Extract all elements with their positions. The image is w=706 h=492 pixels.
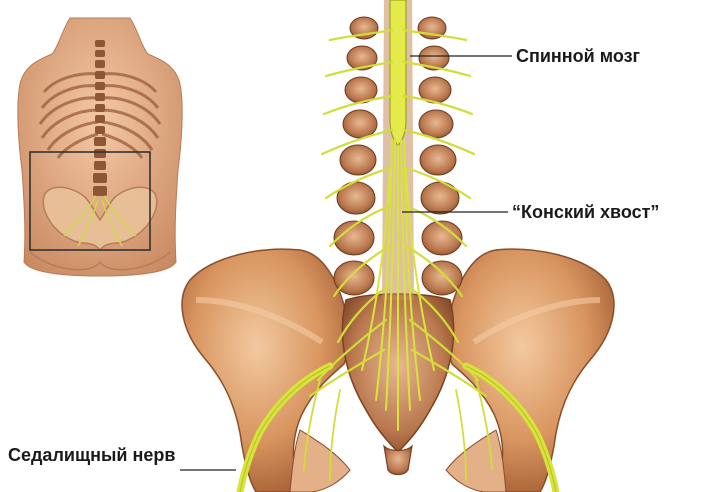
right-pubic-region bbox=[446, 430, 506, 492]
spinal-cord-label: Спинной мозг bbox=[516, 46, 640, 66]
vertebrae-right bbox=[418, 17, 462, 295]
left-pubic-region bbox=[290, 430, 350, 492]
sciatic-nerve-label: Седалищный нерв bbox=[8, 444, 198, 466]
torso-back-icon bbox=[18, 18, 182, 276]
coccyx bbox=[384, 446, 412, 475]
cauda-equina-label: “Конский хвост” bbox=[512, 202, 659, 222]
spinal-cord bbox=[390, 0, 406, 146]
vertebrae-left bbox=[334, 17, 378, 295]
